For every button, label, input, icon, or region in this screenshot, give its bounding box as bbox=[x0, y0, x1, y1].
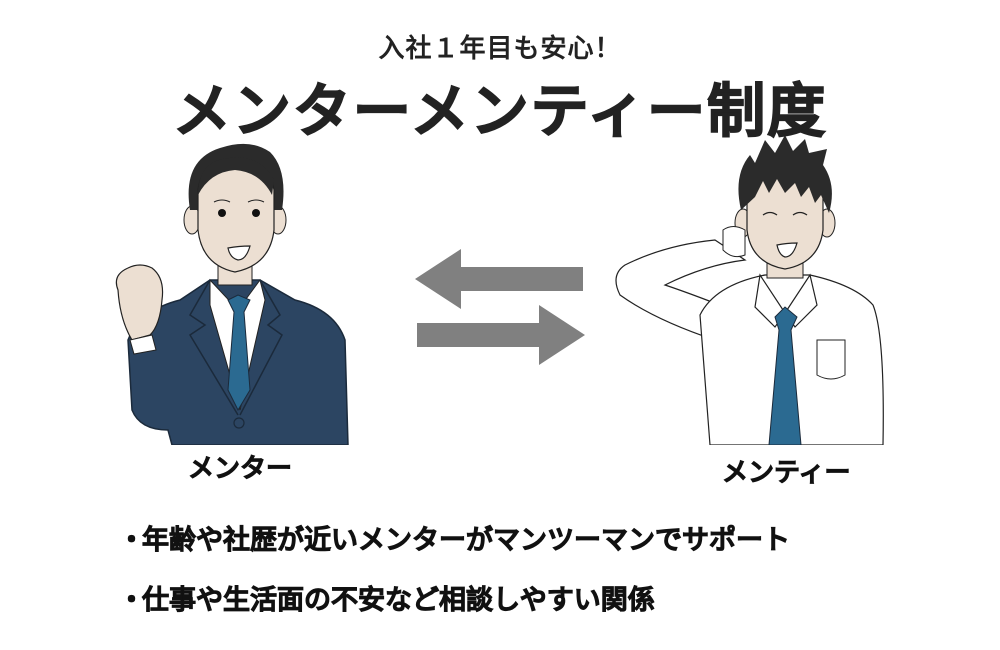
page-title: メンターメンティー制度 bbox=[172, 76, 828, 146]
arrow-left-icon bbox=[415, 249, 583, 309]
mentee-illustration bbox=[615, 135, 884, 445]
mentor-illustration bbox=[115, 143, 349, 445]
bullet-text: 仕事や生活面の不安など相談しやすい関係 bbox=[140, 578, 665, 617]
exchange-arrows-icon bbox=[415, 249, 585, 365]
bullet-text: 年齢や社歴が近いメンターがマンツーマンでサポート bbox=[140, 518, 800, 557]
bullet-item: ・仕事や生活面の不安など相談しやすい関係 bbox=[118, 578, 665, 617]
subtitle: 入社１年目も安心！ bbox=[378, 34, 622, 64]
bullet-marker: ・ bbox=[118, 585, 146, 617]
mentor-label: メンター bbox=[188, 454, 293, 485]
arrow-right-icon bbox=[417, 305, 585, 365]
bullet-item: ・年齢や社歴が近いメンターがマンツーマンでサポート bbox=[118, 518, 800, 557]
mentee-label: メンティー bbox=[722, 458, 851, 489]
bullet-marker: ・ bbox=[118, 525, 146, 557]
